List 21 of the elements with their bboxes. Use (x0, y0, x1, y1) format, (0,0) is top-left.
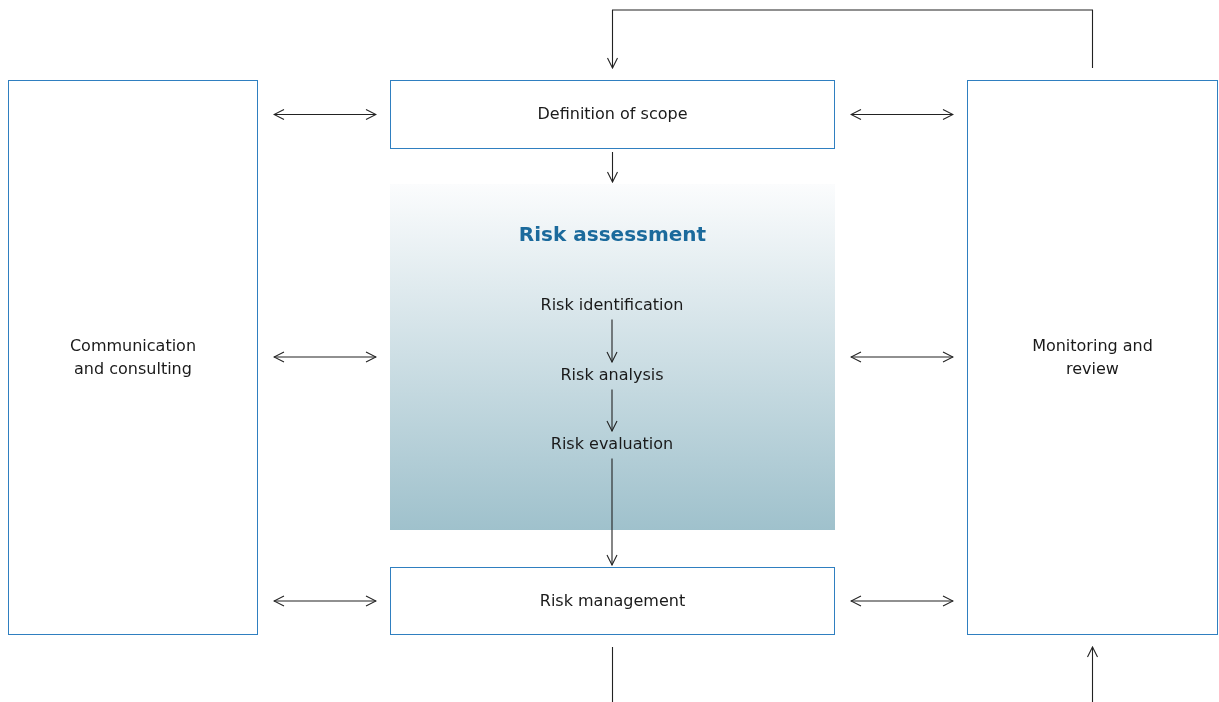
step-label: Risk evaluation (550, 433, 674, 456)
assessment-panel (390, 184, 835, 530)
process-box: Monitoring and review (967, 80, 1218, 635)
arrow (850, 108, 954, 121)
step-label: Risk identification (540, 294, 684, 317)
arrow (273, 108, 377, 121)
arrow (606, 9, 1094, 69)
process-box: Definition of scope (390, 80, 835, 149)
arrow (606, 457, 618, 566)
arrow (606, 388, 618, 432)
arrow (1086, 646, 1099, 702)
arrow (273, 595, 377, 607)
arrow (850, 351, 954, 363)
step-label: Risk analysis (560, 364, 664, 387)
arrow (850, 595, 954, 607)
arrow (273, 351, 377, 363)
panel-title: Risk assessment (517, 222, 708, 246)
arrow (606, 151, 619, 183)
process-box: Risk management (390, 567, 835, 635)
arrow (606, 318, 618, 363)
process-box: Communication and consulting (8, 80, 258, 635)
